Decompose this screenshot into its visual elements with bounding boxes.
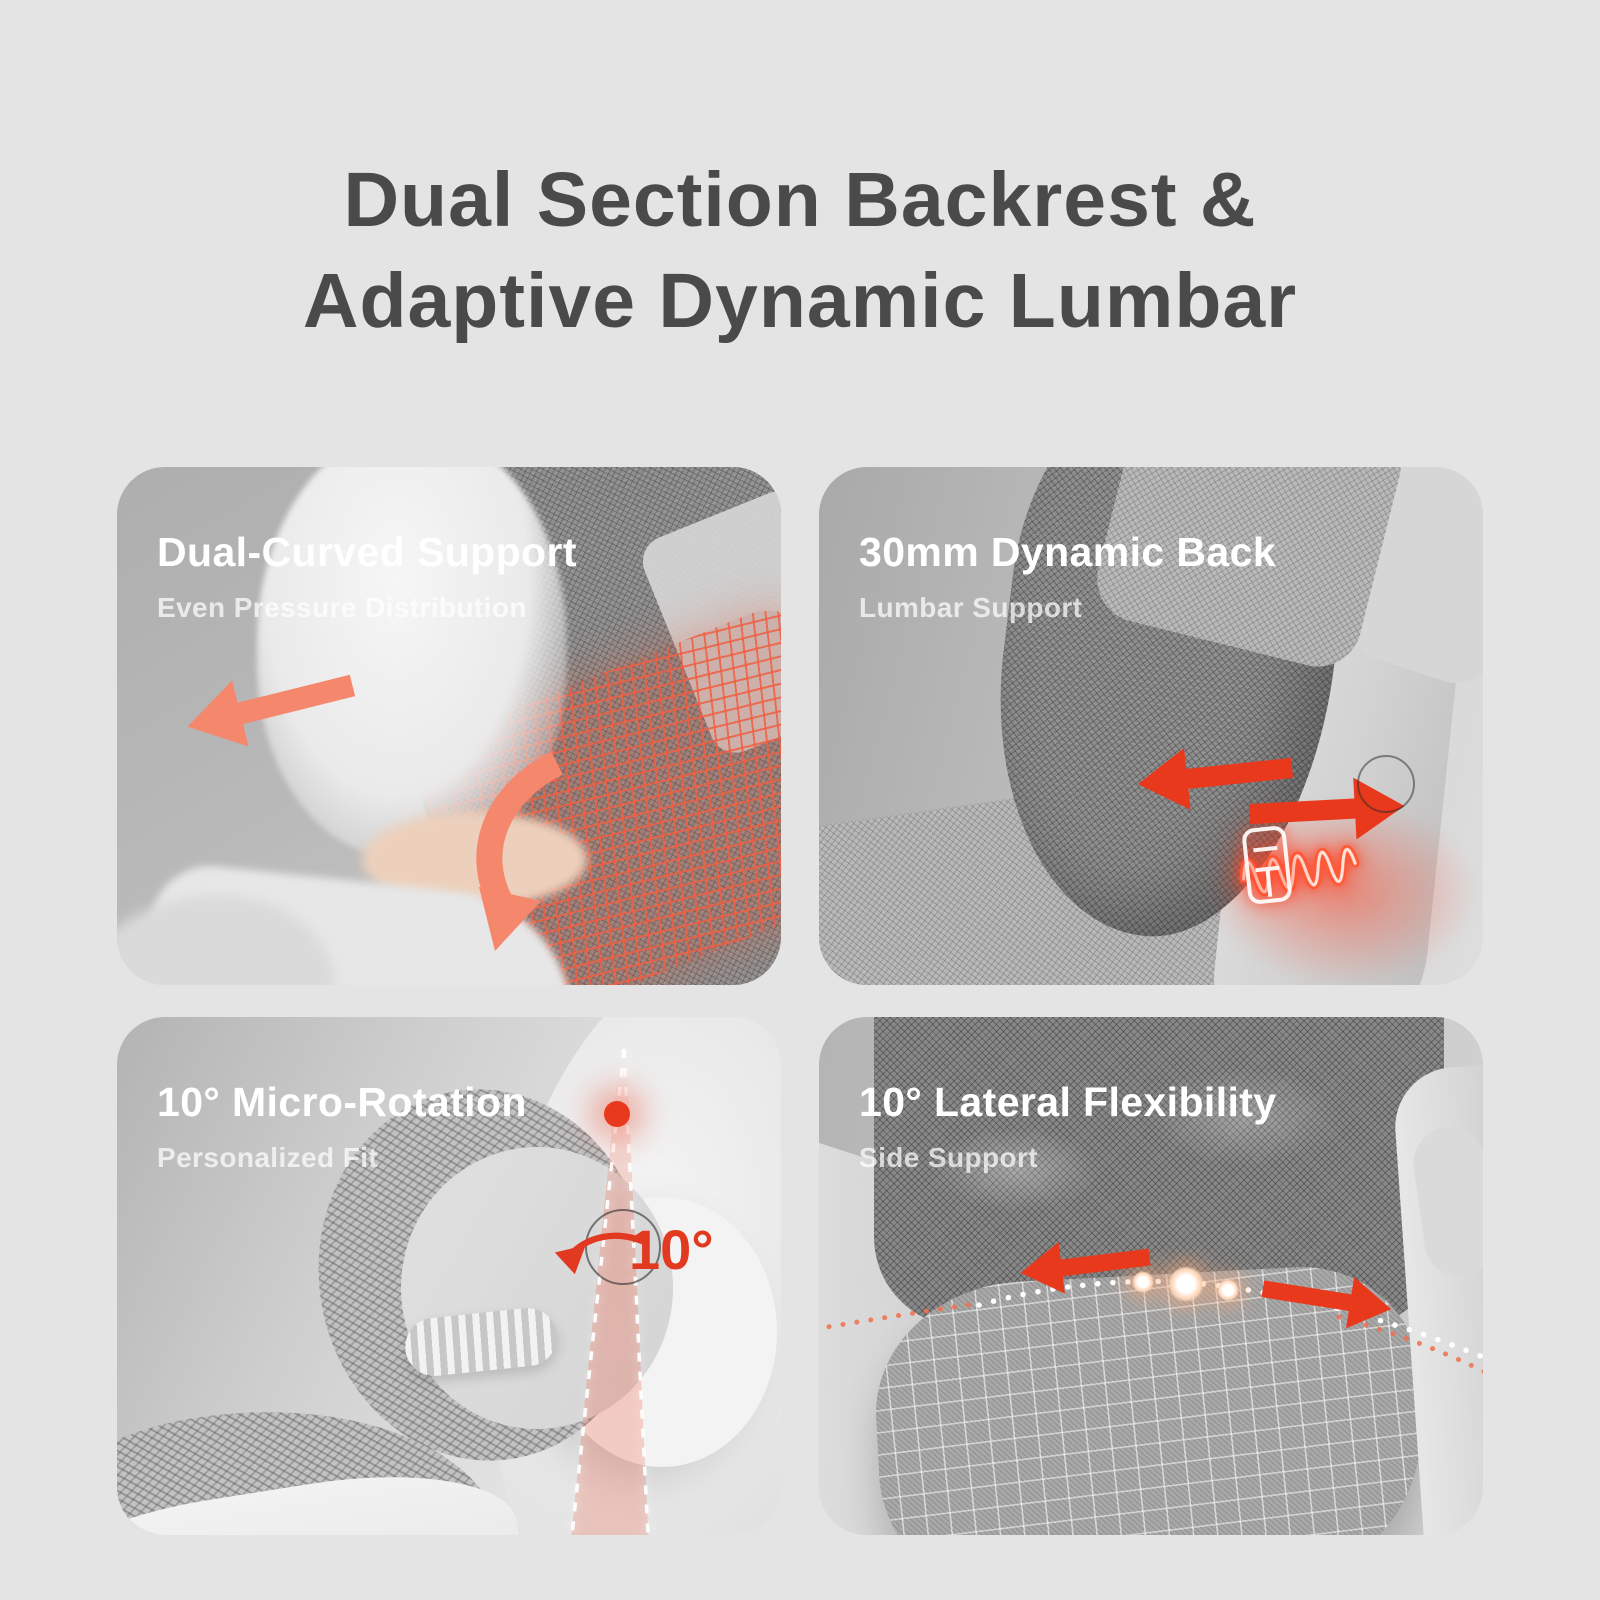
panel-lateral-flexibility: 10° Lateral Flexibility Side Support [819, 1017, 1483, 1535]
panel-heading: 10° Micro-Rotation Personalized Fit [157, 1079, 527, 1174]
panel-heading: Dual-Curved Support Even Pressure Distri… [157, 529, 577, 624]
panel-subtitle: Side Support [859, 1142, 1039, 1173]
panel-subtitle: Lumbar Support [859, 592, 1083, 623]
pivot-circle-icon [1357, 755, 1415, 813]
lumbar-ring-core [401, 1147, 673, 1429]
glow-dot [1132, 1271, 1154, 1293]
rotation-arrow-icon [554, 1232, 649, 1275]
arrow-left-icon [187, 674, 356, 747]
arrow-left-icon [1137, 748, 1294, 810]
arrow-left-icon [1020, 1242, 1151, 1294]
pivot-circle-icon [585, 1209, 661, 1285]
latch-icon [1242, 826, 1292, 904]
panel-title: 10° Lateral Flexibility [859, 1079, 1277, 1125]
panel-title: 30mm Dynamic Back [859, 529, 1277, 575]
pivot-dot-icon [604, 1101, 630, 1127]
spring-icon [1239, 845, 1360, 897]
panel-subtitle: Personalized Fit [157, 1142, 379, 1173]
page-title-line1: Dual Section Backrest & [343, 157, 1257, 243]
panel-subtitle: Even Pressure Distribution [157, 592, 527, 623]
panel-dual-curved-support: Dual-Curved Support Even Pressure Distri… [117, 467, 781, 985]
panel-dynamic-back: 30mm Dynamic Back Lumbar Support [819, 467, 1483, 985]
glow-dot [1217, 1279, 1239, 1301]
curved-arrow-icon [476, 751, 564, 951]
page-title-line2: Adaptive Dynamic Lumbar [302, 258, 1298, 344]
panel-heading: 10° Lateral Flexibility Side Support [859, 1079, 1277, 1174]
angle-label: 10° [629, 1218, 714, 1281]
glow-dot [1168, 1266, 1204, 1302]
page-title: Dual Section Backrest & Adaptive Dynamic… [0, 150, 1600, 352]
flex-dotted-line [819, 1278, 1483, 1374]
panel-micro-rotation: 10° 10° Micro-Rotation Personalized Fit [117, 1017, 781, 1535]
arrow-right-icon [1261, 1276, 1392, 1329]
panel-heading: 30mm Dynamic Back Lumbar Support [859, 529, 1276, 624]
panel-title: Dual-Curved Support [157, 529, 577, 575]
panel-title: 10° Micro-Rotation [157, 1079, 527, 1125]
dashed-axis-lines [570, 1048, 650, 1535]
